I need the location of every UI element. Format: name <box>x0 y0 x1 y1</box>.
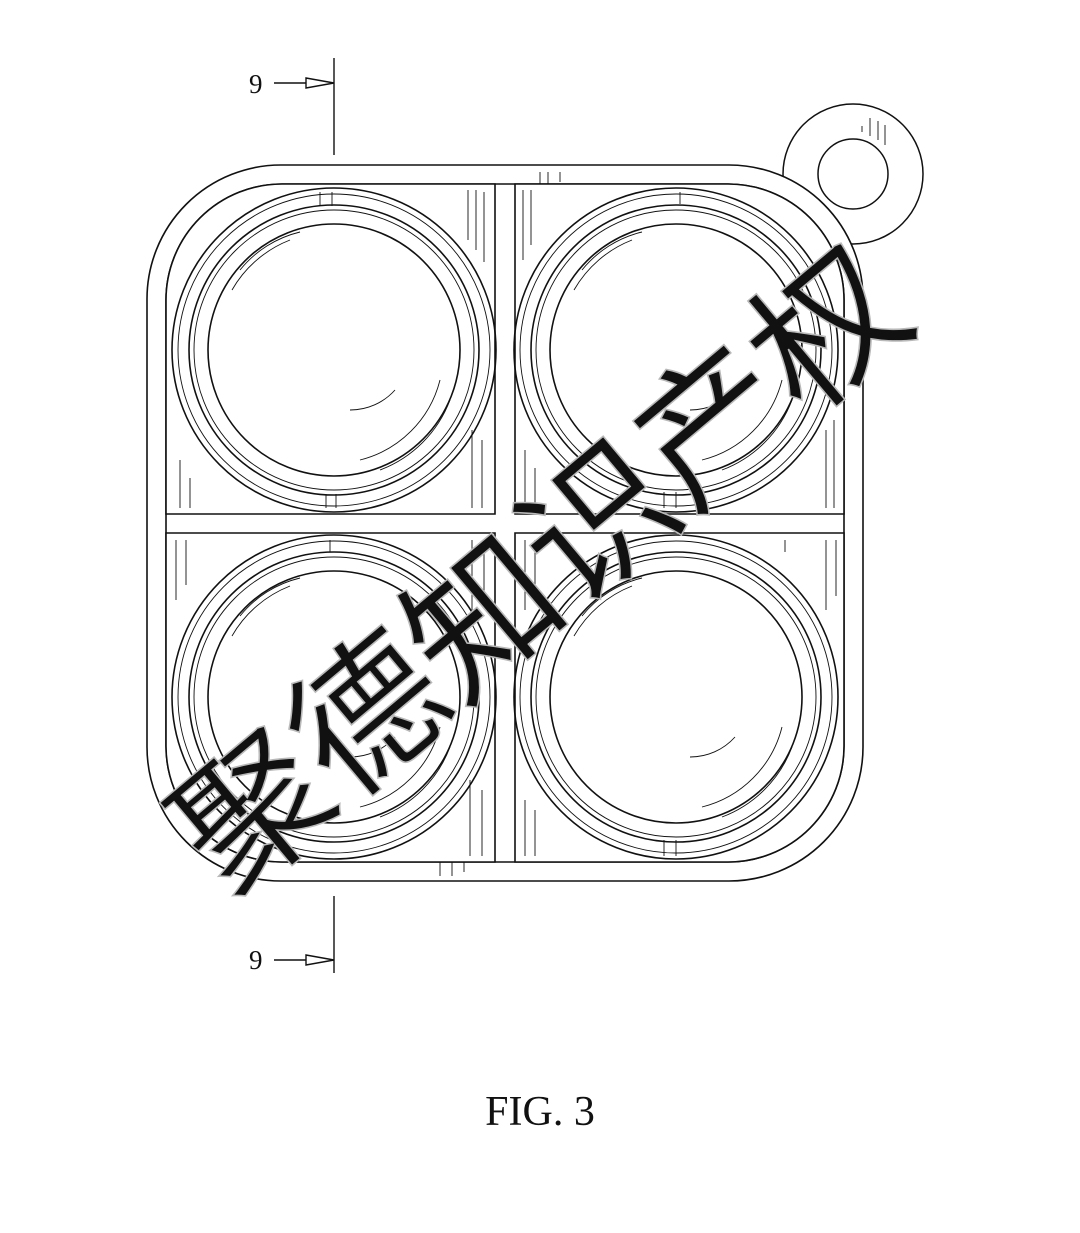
section-label-top: 9 <box>249 69 263 99</box>
figure-caption: FIG. 3 <box>485 1089 595 1135</box>
section-marker-bottom <box>274 896 335 973</box>
arrow-right-icon <box>305 77 335 89</box>
arrow-right-icon <box>305 954 335 966</box>
cell-top-left <box>165 183 497 515</box>
section-label-bottom: 9 <box>249 945 263 975</box>
cell-top-right <box>513 172 845 515</box>
cell-bottom-left <box>165 532 497 876</box>
section-marker-top <box>274 58 335 155</box>
cell-bottom-right <box>513 532 845 863</box>
